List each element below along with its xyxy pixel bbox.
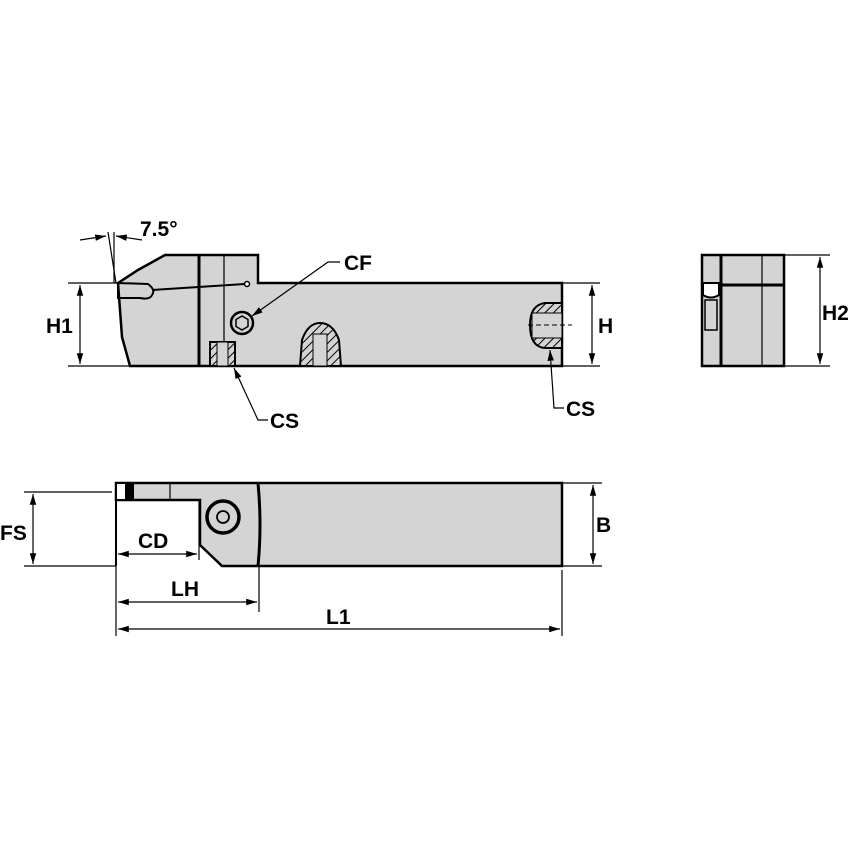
end-view: H2 <box>700 253 849 368</box>
side-view: 7.5° H1 H CF CS CS <box>46 218 613 433</box>
h2-label: H2 <box>822 302 849 325</box>
cs-right-label: CS <box>566 398 595 421</box>
lh-label: LH <box>171 578 199 601</box>
cf-label: CF <box>344 252 372 275</box>
insert-pocket-icon <box>702 282 720 299</box>
h-label: H <box>598 315 613 338</box>
fs-label: FS <box>0 522 27 545</box>
torx-screw-icon <box>205 499 241 535</box>
cf-screw-icon <box>229 310 255 336</box>
b-label: B <box>596 514 611 537</box>
top-view: FS CD LH L1 B <box>0 481 611 636</box>
l1-label: L1 <box>326 606 351 629</box>
cd-label: CD <box>138 530 168 553</box>
angle-label: 7.5° <box>140 218 178 241</box>
insert-icon <box>117 281 155 300</box>
h1-label: H1 <box>46 315 73 338</box>
cs-left-label: CS <box>270 410 299 433</box>
side-view-body <box>116 253 564 368</box>
